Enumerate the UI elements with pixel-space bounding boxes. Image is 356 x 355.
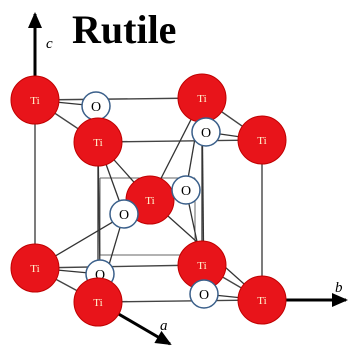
axis-a-head [154,330,172,346]
ti-label: Ti [93,137,102,149]
o-atom: O [81,91,111,121]
axis-label-a: a [160,318,168,334]
o-atom: O [109,199,139,229]
ti-atom: Ti [73,117,123,167]
o-atom: O [189,279,219,309]
axis-b-head [332,293,348,307]
o-label: O [199,288,209,303]
o-sphere [191,117,221,147]
ti-sphere [237,115,287,165]
ti-label: Ti [197,260,206,272]
o-atom: O [171,175,201,205]
ti-sphere [73,117,123,167]
o-sphere [171,175,201,205]
ti-label: Ti [257,295,266,307]
o-label: O [91,100,101,115]
ti-atom: Ti [10,75,60,125]
cell-edge [97,299,263,303]
axis-label-b: b [335,280,343,296]
ti-atom: Ti [73,277,123,327]
ti-label: Ti [145,195,154,207]
o-label: O [95,268,105,283]
ti-atom: Ti [10,243,60,293]
ti-label: Ti [30,95,39,107]
o-label: O [119,208,129,223]
ti-sphere [10,75,60,125]
o-label: O [201,126,211,141]
axis-label-c: c [46,36,53,52]
ti-atom: Ti [177,73,227,123]
ti-label: Ti [93,297,102,309]
title: Rutile [72,7,177,52]
cell-edge [34,264,203,269]
ti-label: Ti [197,93,206,105]
o-atom: O [191,117,221,147]
ti-sphere [10,243,60,293]
ti-sphere [237,275,287,325]
ti-label: Ti [30,263,39,275]
o-sphere [189,279,219,309]
ti-atom: Ti [237,275,287,325]
ti-atom: Ti [237,115,287,165]
o-sphere [109,199,139,229]
ti-sphere [73,277,123,327]
ti-label: Ti [257,135,266,147]
axis-c-head [28,12,42,28]
o-label: O [181,184,191,199]
cell-edge [34,97,203,101]
